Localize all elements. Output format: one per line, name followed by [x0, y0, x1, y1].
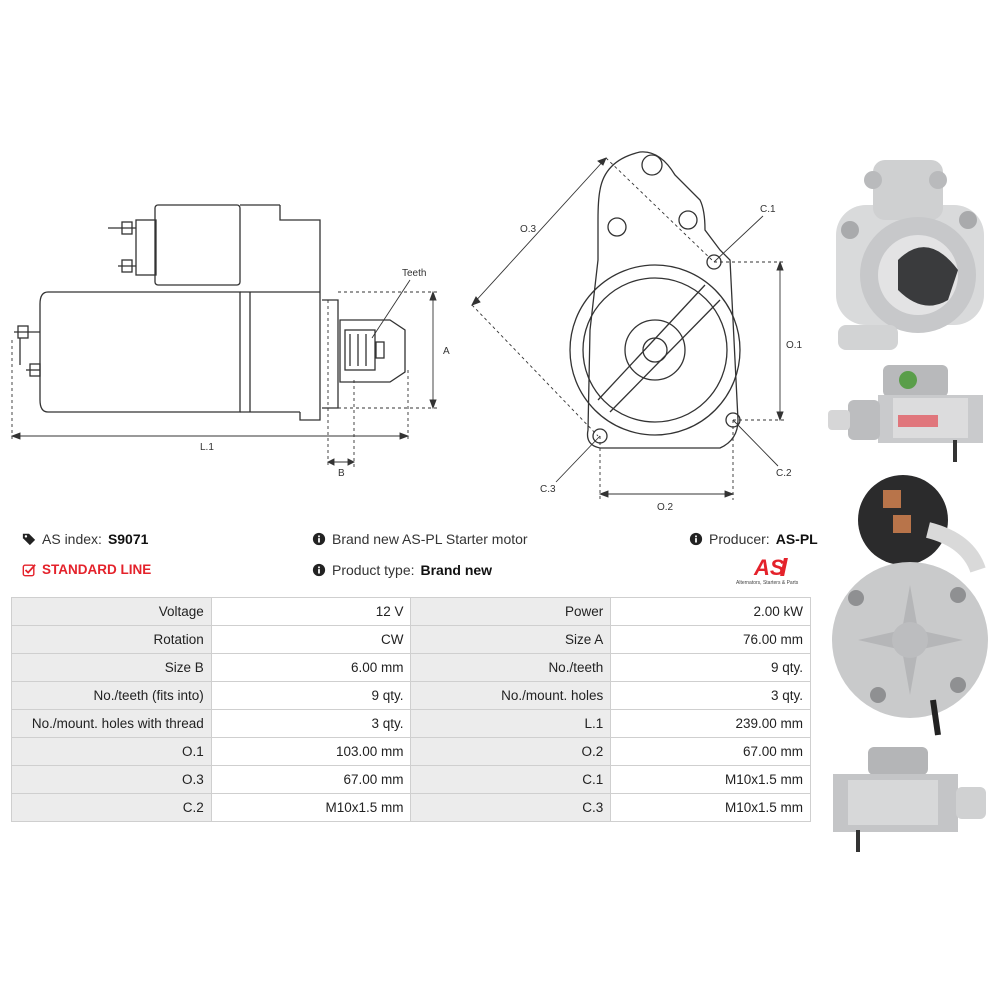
info-icon	[312, 563, 326, 577]
product-photo-rear[interactable]	[828, 470, 993, 740]
standard-line-text: STANDARD LINE	[42, 562, 152, 577]
product-photo-side-top[interactable]	[828, 360, 993, 465]
spec-label: Size B	[11, 653, 212, 682]
spec-value: 67.00 mm	[610, 737, 811, 766]
svg-text:Alternators, Starters & Parts: Alternators, Starters & Parts	[736, 580, 799, 586]
as-index-label: AS index:	[42, 531, 102, 547]
spec-label: C.3	[410, 793, 612, 822]
description-line: Brand new AS-PL Starter motor	[312, 531, 528, 547]
spec-value: 239.00 mm	[610, 709, 811, 738]
label-o3: O.3	[520, 224, 537, 235]
product-photo-front[interactable]	[828, 150, 993, 360]
label-o1: O.1	[786, 340, 803, 351]
spec-label: C.1	[410, 765, 612, 794]
spec-value: 12 V	[210, 597, 412, 626]
spec-label: L.1	[410, 709, 612, 738]
spec-value: 3 qty.	[610, 681, 811, 710]
spec-label: O.3	[11, 765, 212, 794]
spec-label: No./mount. holes	[410, 681, 612, 710]
spec-row: No./teeth (fits into)9 qty.No./mount. ho…	[11, 681, 811, 710]
spec-value: CW	[210, 625, 412, 654]
spec-label: No./teeth (fits into)	[11, 681, 212, 710]
standard-line-badge: STANDARD LINE	[22, 562, 151, 577]
product-description: Brand new AS-PL Starter motor	[332, 531, 528, 547]
as-index-line: AS index: S9071	[22, 531, 148, 547]
product-type-label: Product type:	[332, 562, 415, 578]
checkbox-checked-icon	[22, 563, 36, 576]
product-type-line: Product type: Brand new	[312, 562, 492, 578]
spec-value: 103.00 mm	[210, 737, 412, 766]
spec-value: 3 qty.	[210, 709, 412, 738]
starter-side-view-drawing: Teeth A B L.1	[10, 204, 450, 479]
label-c3: C.3	[540, 484, 556, 495]
spec-value: 2.00 kW	[610, 597, 811, 626]
tags-icon	[22, 533, 36, 546]
info-icon	[689, 532, 703, 546]
label-c2: C.2	[776, 468, 792, 479]
label-c1: C.1	[760, 204, 776, 215]
spec-label: C.2	[11, 793, 212, 822]
spec-label: Size A	[410, 625, 612, 654]
spec-value: 76.00 mm	[610, 625, 811, 654]
spec-value: 9 qty.	[610, 653, 811, 682]
spec-value: M10x1.5 mm	[610, 793, 811, 822]
product-photo-side-bottom[interactable]	[828, 742, 993, 854]
product-type-value: Brand new	[420, 562, 493, 578]
label-l1: L.1	[200, 442, 214, 453]
spec-value: M10x1.5 mm	[610, 765, 811, 794]
info-icon	[312, 532, 326, 546]
spec-label: No./teeth	[410, 653, 612, 682]
spec-label: No./mount. holes with thread	[11, 709, 212, 738]
spec-label: Rotation	[11, 625, 212, 654]
spec-label: O.2	[410, 737, 612, 766]
as-pl-logo: AS Alternators, Starters & Parts	[722, 553, 812, 589]
as-index-value: S9071	[107, 531, 149, 547]
as-pl-logo-mark: AS Alternators, Starters & Parts	[736, 555, 799, 586]
label-o2: O.2	[657, 502, 674, 513]
producer-value: AS-PL	[775, 531, 818, 547]
svg-text:AS: AS	[753, 555, 785, 580]
spec-value: 67.00 mm	[210, 765, 412, 794]
label-size-b: B	[338, 468, 345, 479]
spec-label: Power	[410, 597, 612, 626]
label-size-a: A	[443, 346, 450, 357]
spec-value: 6.00 mm	[210, 653, 412, 682]
spec-value: M10x1.5 mm	[210, 793, 412, 822]
producer-line: Producer: AS-PL	[689, 531, 818, 547]
spec-label: Voltage	[11, 597, 212, 626]
starter-front-view-drawing: O.3 C.1 O.1 C.2 C.3 O.2	[471, 151, 803, 513]
spec-value: 9 qty.	[210, 681, 412, 710]
label-teeth: Teeth	[402, 268, 426, 279]
producer-label: Producer:	[709, 531, 770, 547]
spec-label: O.1	[11, 737, 212, 766]
